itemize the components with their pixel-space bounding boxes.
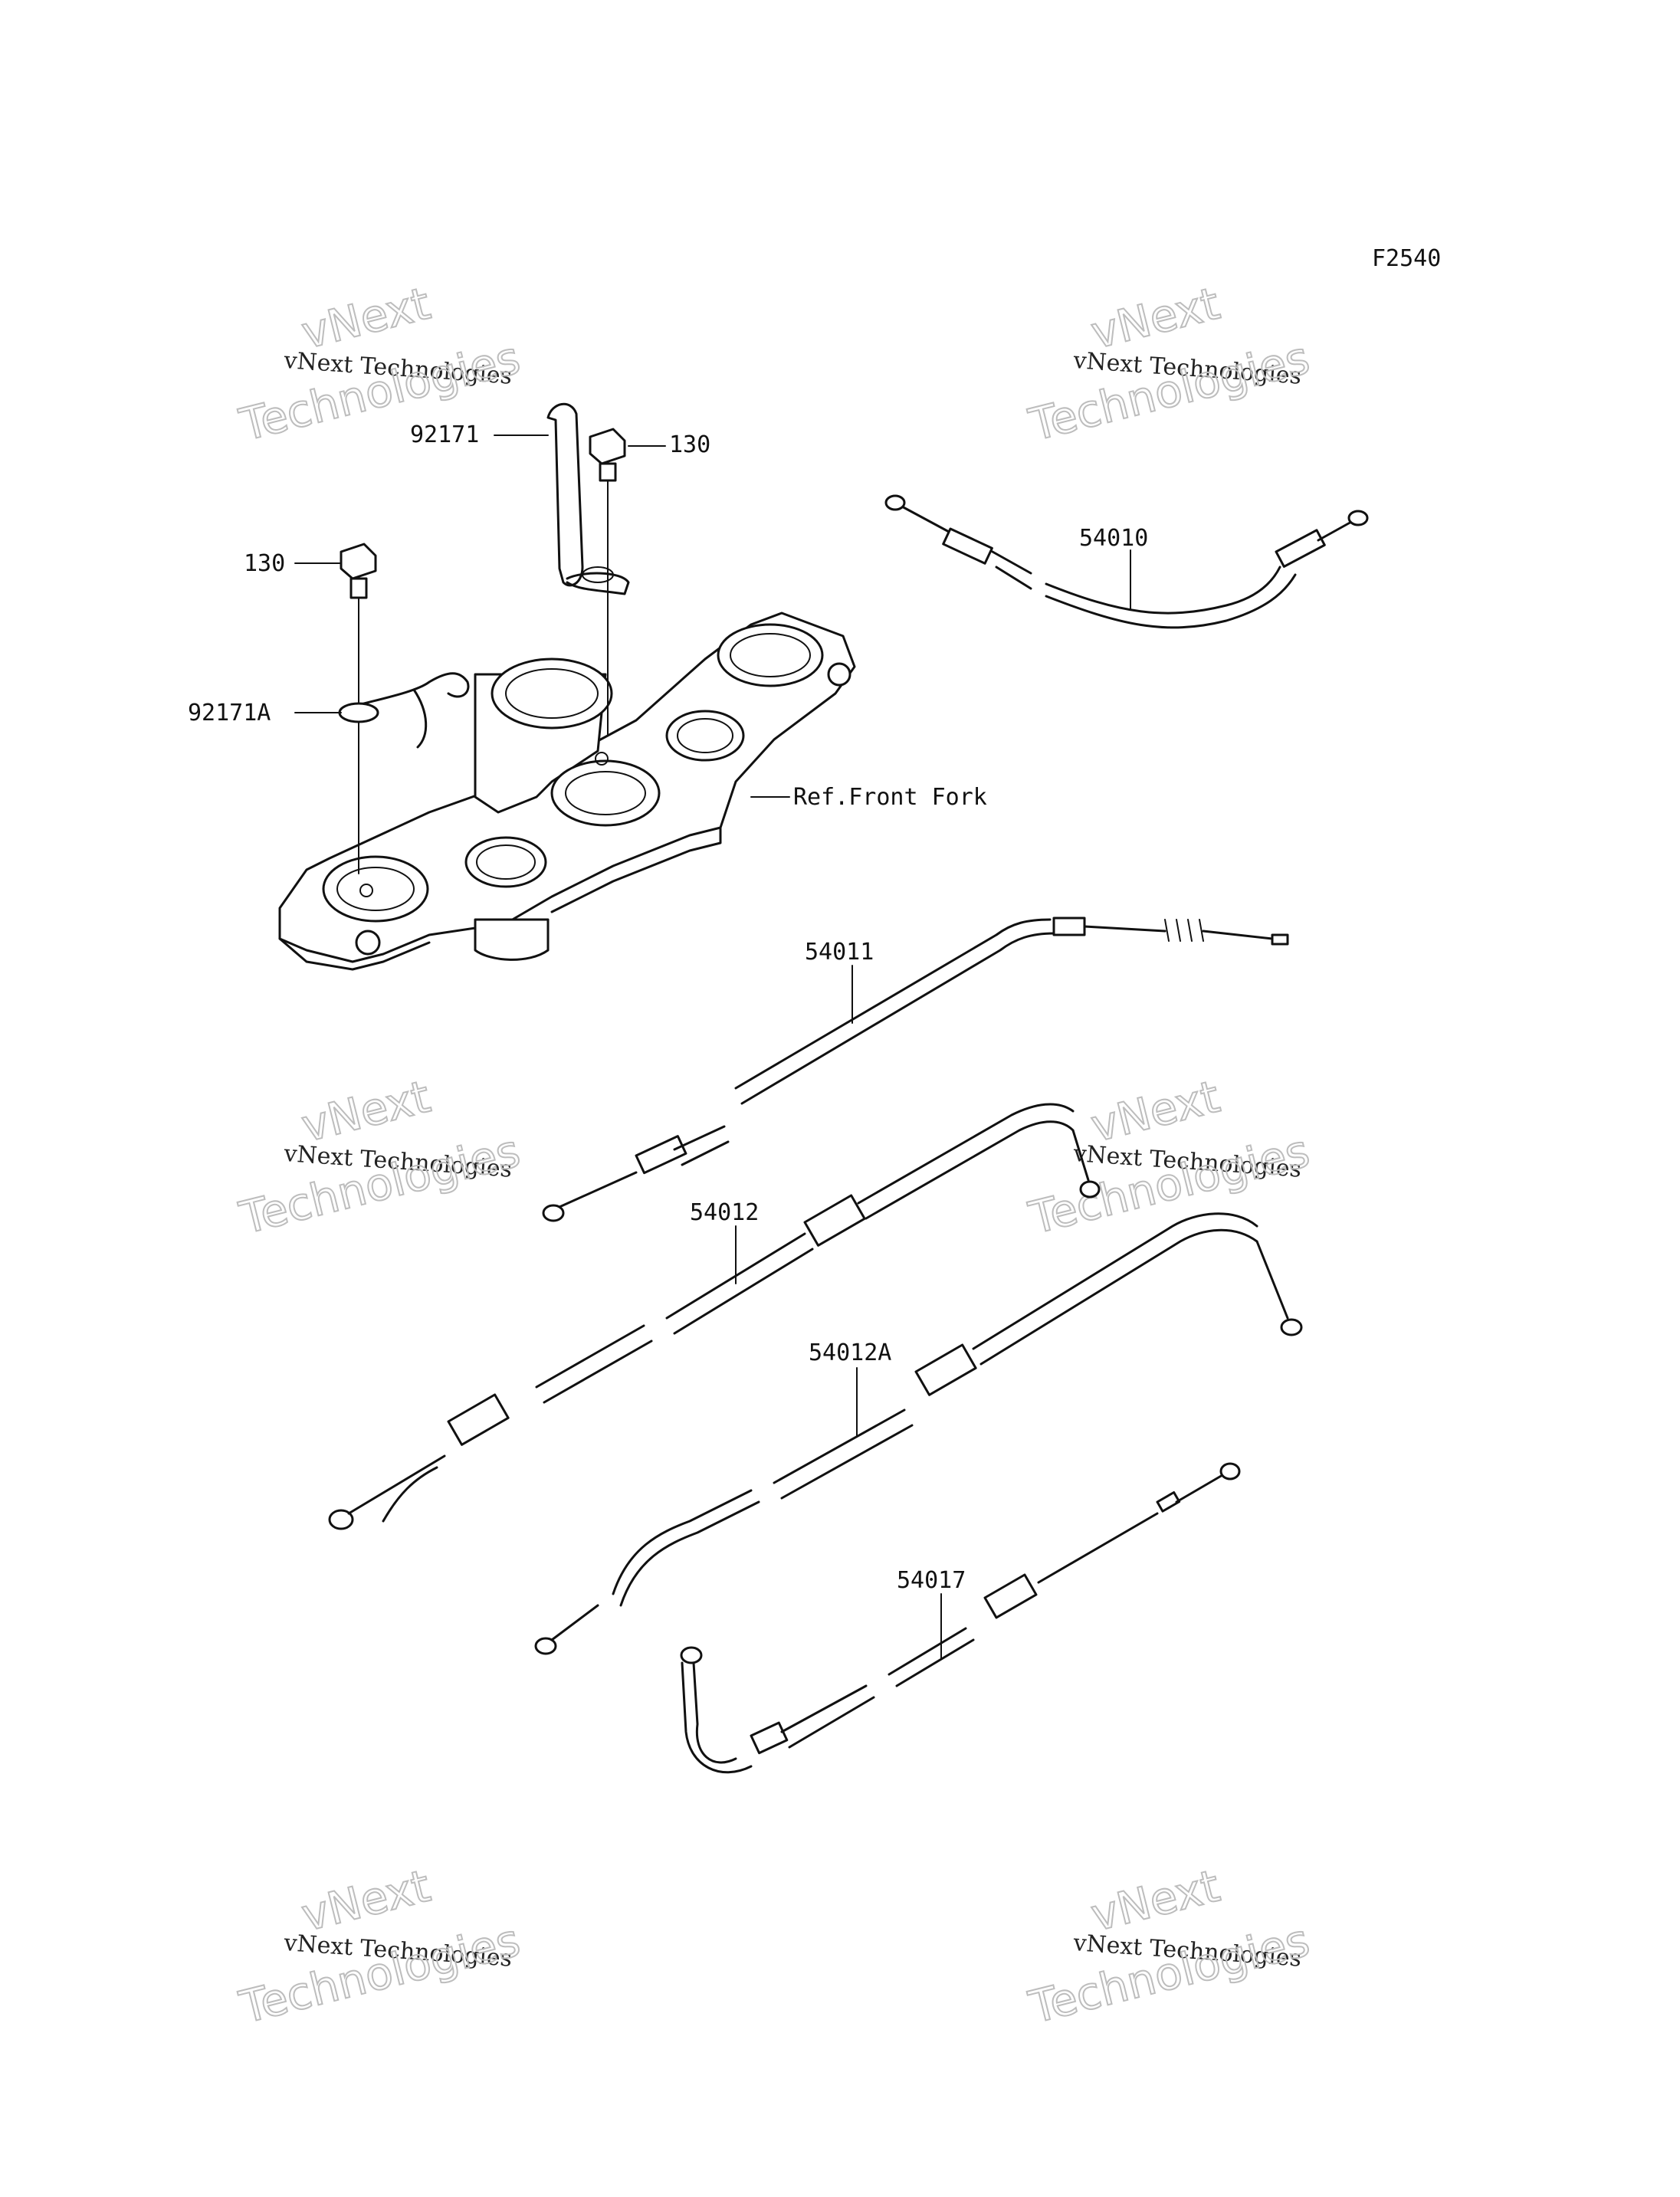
fork-hole-right [717, 623, 824, 687]
center-hole [550, 759, 661, 827]
stem-hole [491, 657, 613, 730]
watermark-vnext: vNext [297, 1071, 435, 1153]
cable-54012A [534, 1212, 1303, 1655]
callout-54010: 54010 [1079, 525, 1148, 552]
watermark-vnext: vNext [297, 1860, 435, 1942]
callout-54012: 54012 [690, 1199, 759, 1226]
fork-hole-left [322, 855, 429, 923]
leader-lines [294, 434, 1131, 1660]
watermark-technologies: Technologies [1024, 331, 1314, 451]
callout-54012A: 54012A [809, 1340, 891, 1366]
watermark-bottom-left: vNext vNext Technologies Technologies [234, 1859, 526, 2035]
watermark-vnext: vNext [297, 277, 435, 359]
watermark-top-right: vNext vNext Technologies Technologies [1023, 277, 1315, 452]
watermark-bottom-right: vNext vNext Technologies Technologies [1023, 1859, 1315, 2035]
watermark-vnext: vNext [1086, 1860, 1225, 1942]
cable-54011 [542, 917, 1289, 1222]
watermark-mid-left: vNext vNext Technologies Technologies [234, 1070, 526, 1245]
watermark-technologies: Technologies [235, 1913, 525, 2033]
callout-92171A: 92171A [188, 700, 271, 726]
watermark-top-left: vNext vNext Technologies Technologies [234, 277, 526, 452]
bolt-130-right [589, 428, 626, 736]
callout-54017: 54017 [897, 1567, 966, 1594]
callout-54011: 54011 [805, 939, 874, 966]
cable-54017 [680, 1462, 1241, 1774]
callout-130-left: 130 [244, 550, 285, 577]
watermark-technologies: Technologies [235, 331, 525, 451]
bolt-130-left [340, 543, 377, 874]
callout-ref-front-fork: Ref.Front Fork [793, 784, 987, 811]
watermark-technologies: Technologies [1024, 1124, 1314, 1244]
triple-clamp [278, 612, 856, 971]
diagram-code: F2540 [1372, 245, 1441, 272]
watermark-technologies: Technologies [1024, 1913, 1314, 2033]
callout-92171: 92171 [410, 421, 479, 448]
callout-130-right: 130 [669, 431, 710, 458]
watermark-vnext: vNext [1086, 277, 1225, 359]
watermark-mid-right: vNext vNext Technologies Technologies [1023, 1070, 1315, 1245]
cable-54010 [884, 494, 1369, 629]
bracket-92171 [546, 402, 630, 595]
watermark-vnext: vNext [1086, 1071, 1225, 1153]
watermark-technologies: Technologies [235, 1124, 525, 1244]
